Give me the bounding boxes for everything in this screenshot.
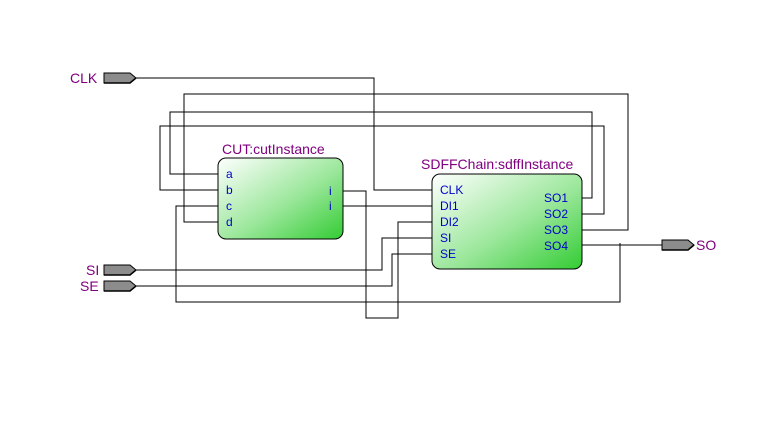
sdff-pin-so4: SO4 [544,239,568,253]
sdff-pin-se: SE [440,247,456,261]
wires [136,77,662,319]
sdff-block[interactable] [431,173,583,270]
port-label-si: SI [86,262,99,278]
sdff-title: SDFFChain:sdffInstance [421,156,573,172]
cut-pin-d: d [226,215,233,229]
cut-pin-c: c [226,199,232,213]
sdff-pin-so3: SO3 [544,223,568,237]
sdff-pin-clk: CLK [440,183,463,197]
port-label-so: SO [696,237,716,253]
port-clk[interactable] [103,72,137,84]
wire-clk [136,77,432,191]
wire-so3 [183,93,629,231]
wire-so1 [169,111,593,199]
port-se[interactable] [103,280,137,292]
cut-pin-i-2: i [329,199,332,213]
port-label-se: SE [80,278,99,294]
wire-cut-i1-di2 [343,190,432,319]
port-so[interactable] [661,239,695,251]
wire-se [136,253,432,287]
cut-instance[interactable]: CUT:cutInstance a b c d i i [217,141,344,240]
wire-cut-c [175,205,621,303]
cut-block[interactable] [217,157,344,240]
cut-pin-i-1: i [329,184,332,198]
wire-si [136,237,432,271]
sdff-pin-di2: DI2 [440,215,459,229]
cut-title: CUT:cutInstance [222,141,325,157]
port-si[interactable] [103,264,137,276]
port-label-clk: CLK [70,70,98,86]
sdff-pin-di1: DI1 [440,199,459,213]
sdff-instance[interactable]: SDFFChain:sdffInstance CLK DI1 DI2 SI SE… [421,156,583,270]
sdff-pin-so1: SO1 [544,191,568,205]
wire-so2 [159,125,605,215]
cut-pin-b: b [226,183,233,197]
cut-pin-a: a [226,167,233,181]
sdff-pin-so2: SO2 [544,207,568,221]
sdff-pin-si: SI [440,231,451,245]
